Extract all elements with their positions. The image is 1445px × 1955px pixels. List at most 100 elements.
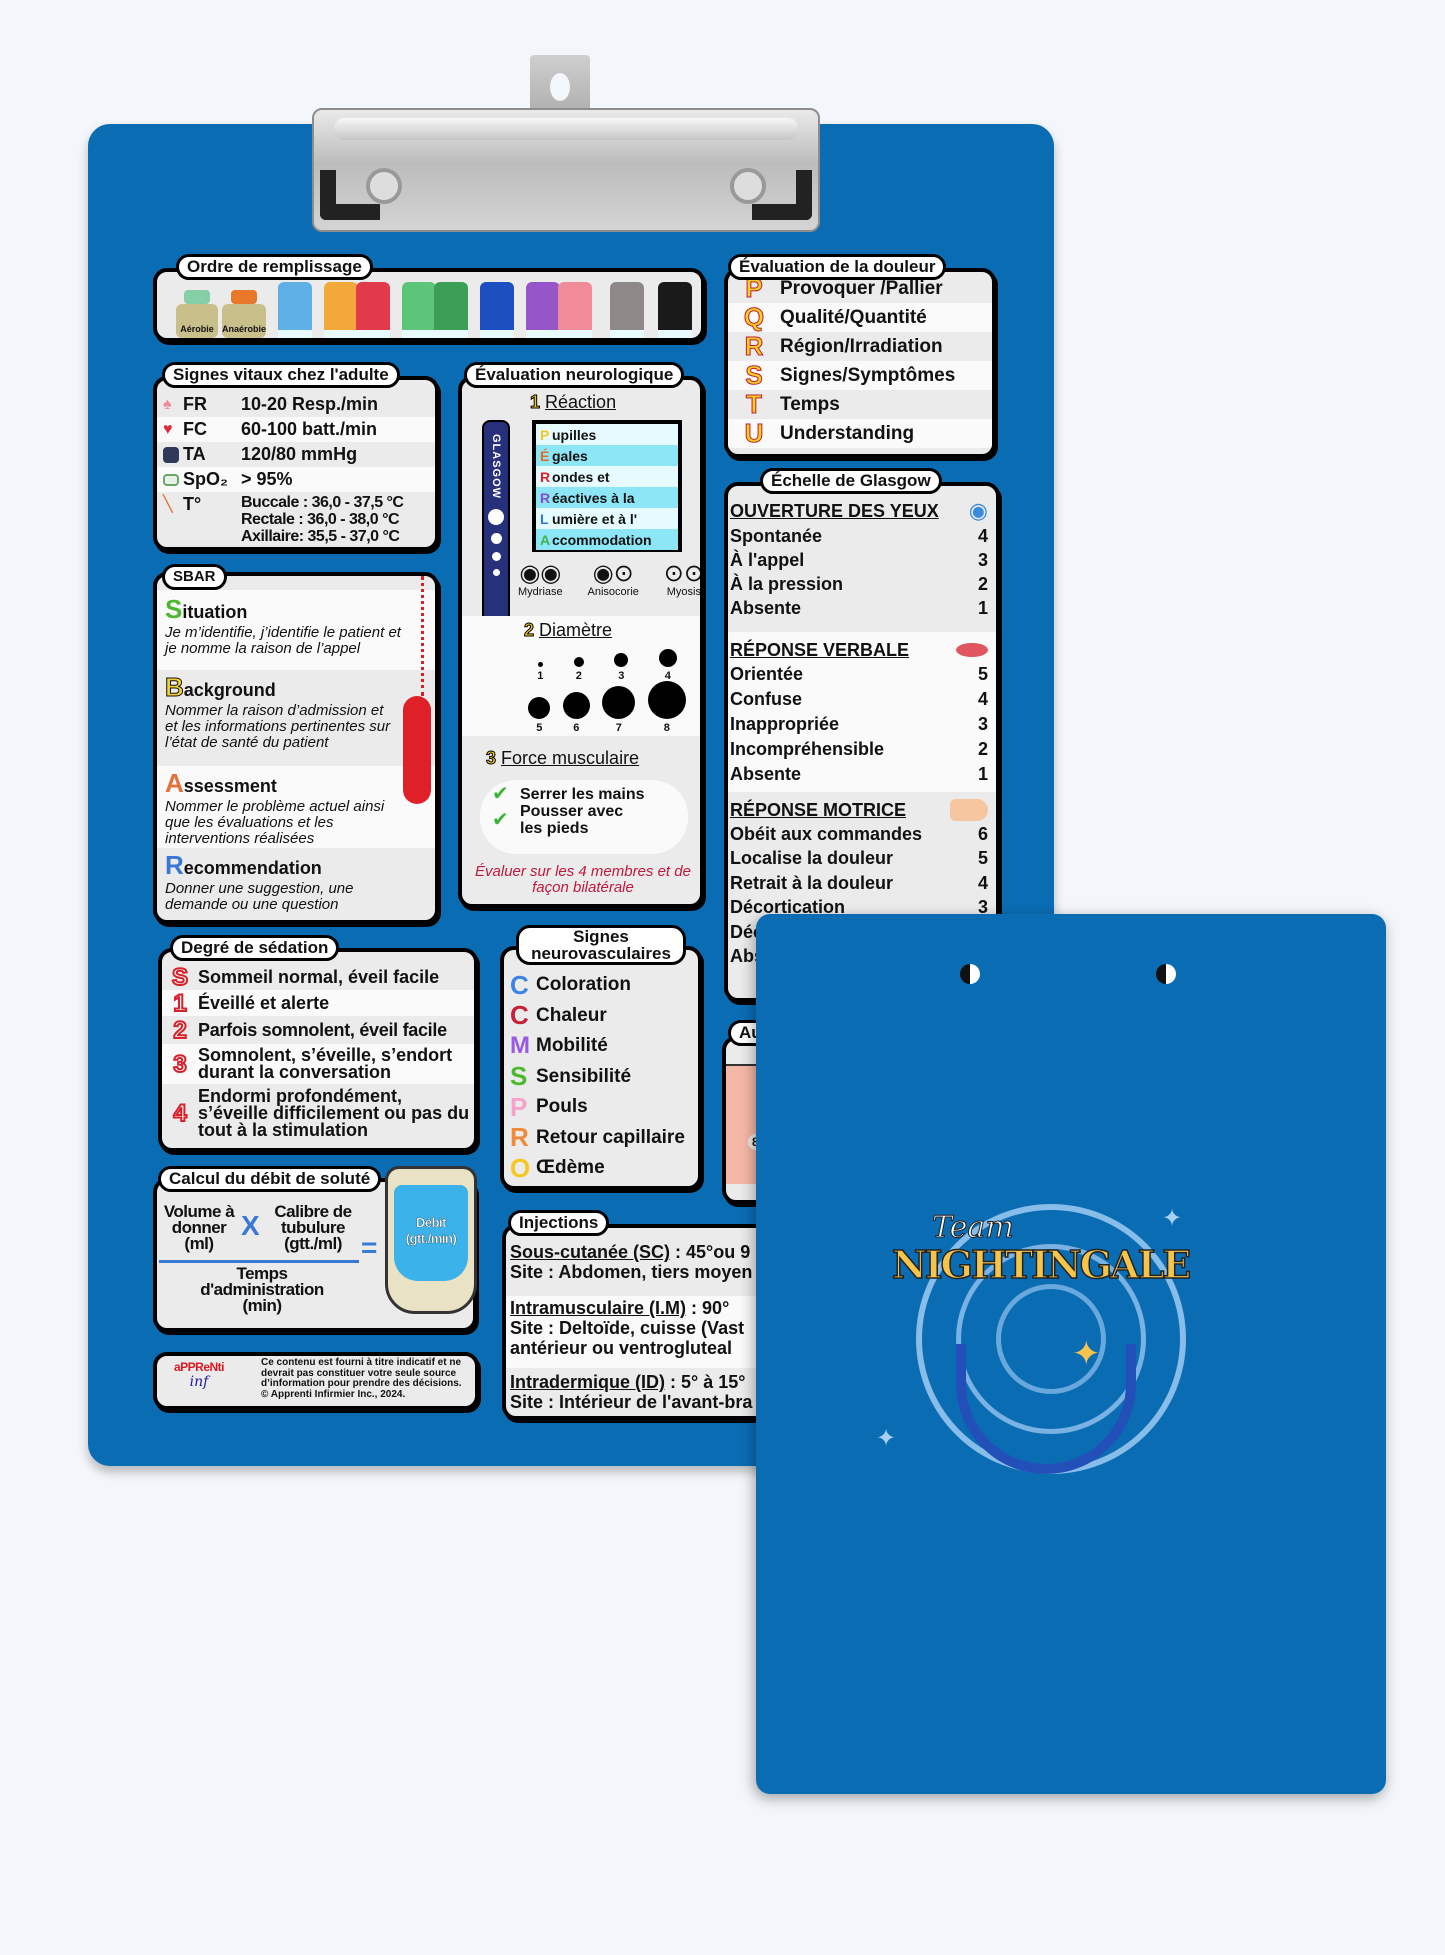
sparkle-icon: ✦ bbox=[1162, 1205, 1183, 1232]
sbar-letter-b: B bbox=[165, 672, 185, 703]
injections-panel: Sous-cutanée (SC) : 45°ou 9 Site : Abdom… bbox=[502, 1224, 802, 1420]
force-note: Évaluer sur les 4 membres et de façon bi… bbox=[475, 863, 691, 896]
sparkle-icon: ✦ bbox=[1072, 1335, 1101, 1373]
sbar-item-assessment: Assessment Nommer le problème actuel ain… bbox=[157, 766, 435, 848]
vitals-title: Signes vitaux chez l'adulte bbox=[162, 362, 400, 388]
tube-cap-royal-blue bbox=[480, 282, 514, 338]
iv-bag-icon: Débit (gtt./min) bbox=[385, 1166, 477, 1314]
nightingale-artwork: Team NIGHTINGALE ✦ ✦ ✦ bbox=[876, 1194, 1196, 1494]
metal-clip[interactable] bbox=[312, 108, 820, 232]
tube-cap-lavender bbox=[526, 282, 560, 338]
tube-caps-row bbox=[278, 282, 698, 338]
thermometer-icon: ╲ bbox=[163, 496, 173, 513]
sparkle-icon: ✦ bbox=[876, 1425, 897, 1452]
apprenti-logo: aPPReNti inf bbox=[173, 1360, 225, 1390]
hand-icon bbox=[950, 799, 988, 821]
diameter-heading: 2 Diamètre bbox=[523, 620, 613, 641]
hang-hole-left bbox=[960, 964, 980, 984]
tube-cap-green bbox=[434, 282, 468, 338]
sbar-item-situation: Situation Je m’identifie, j’identifie le… bbox=[157, 590, 435, 670]
lungs-icon: ♠ bbox=[163, 395, 172, 413]
logo-nightingale-text: NIGHTINGALE bbox=[891, 1241, 1192, 1288]
tube-cap-pink bbox=[558, 282, 592, 338]
injection-row-im: Intramusculaire (I.M) : 90° Site : Delto… bbox=[506, 1296, 798, 1368]
phone-handset-icon bbox=[403, 696, 431, 804]
sbar-letter-s: S bbox=[165, 594, 183, 624]
filling-order-title: Ordre de remplissage bbox=[176, 254, 373, 280]
check-icon: ✔ bbox=[492, 808, 509, 831]
force-heading: 3 Force musculaire bbox=[485, 748, 640, 769]
tube-cap-light-blue bbox=[278, 282, 312, 338]
force-checklist: ✔Serrer les mains ✔Pousser avec les pied… bbox=[480, 780, 688, 854]
tube-cap-black bbox=[658, 282, 692, 338]
eye-icon: ◉ bbox=[968, 498, 988, 523]
clipboard-back: Team NIGHTINGALE ✦ ✦ ✦ bbox=[756, 914, 1386, 1794]
blood-culture-bottle-anaerobic: Anaérobie bbox=[222, 290, 266, 338]
vital-row-ta: TA 120/80 mmHg bbox=[157, 442, 435, 467]
flow-rate-title: Calcul du débit de soluté bbox=[158, 1166, 382, 1192]
pupil-size-scale: 1 2 3 4 5 6 7 8 bbox=[522, 644, 692, 734]
sbar-item-recommendation: Recommendation Donner une suggestion, un… bbox=[165, 850, 354, 913]
footer-panel: aPPReNti inf Ce contenu est fourni à tit… bbox=[153, 1352, 479, 1410]
sbar-panel: Situation Je m’identifie, j’identifie le… bbox=[153, 572, 439, 924]
neuro-title: Évaluation neurologique bbox=[464, 362, 685, 388]
vital-row-fr: ♠ FR 10-20 Resp./min bbox=[163, 394, 379, 414]
blood-pressure-cuff-icon bbox=[163, 446, 179, 463]
tube-cap-light-green bbox=[402, 282, 436, 338]
sbar-title: SBAR bbox=[162, 564, 227, 590]
check-icon: ✔ bbox=[492, 783, 509, 805]
pupil-myosis: ⊙⊙Myosis bbox=[663, 560, 704, 599]
tube-cap-grey bbox=[610, 282, 644, 338]
stethoscope-icon bbox=[956, 1344, 1136, 1474]
neurovascular-title: Signes neurovasculaires bbox=[516, 925, 686, 965]
lips-icon bbox=[956, 643, 988, 657]
vital-row-fc: ♥ FC 60-100 batt./min bbox=[157, 417, 435, 442]
tube-cap-gold bbox=[324, 282, 358, 338]
flow-rate-panel: Volume à donner (ml) X Calibre de tubulu… bbox=[153, 1166, 477, 1332]
sbar-letter-a: A bbox=[165, 768, 184, 798]
sedation-title: Degré de sédation bbox=[170, 935, 340, 961]
pqrstu-letter-p: P bbox=[745, 273, 763, 304]
heart-icon: ♥ bbox=[163, 420, 173, 438]
oximeter-icon bbox=[163, 473, 179, 486]
sbar-letter-r: R bbox=[165, 850, 184, 880]
pupil-anisocorie: ◉⊙Anisocorie bbox=[587, 560, 639, 599]
vital-row-spo2: SpO₂ > 95% bbox=[157, 467, 435, 492]
vitals-panel: ♠ FR 10-20 Resp./min ♥ FC 60-100 batt./m… bbox=[153, 376, 439, 551]
logo-team-text: Team bbox=[932, 1210, 1015, 1246]
glasgow-title: Échelle de Glasgow bbox=[760, 468, 942, 494]
injection-row-sc: Sous-cutanée (SC) : 45°ou 9 Site : Abdom… bbox=[510, 1242, 753, 1282]
reaction-heading: 1 Réaction bbox=[529, 392, 617, 413]
pain-title: Évaluation de la douleur bbox=[728, 254, 947, 280]
fraction-bar bbox=[159, 1260, 359, 1263]
vital-row-temp: ╲ T° Buccale : 36,0 - 37,5 °C Rectale : … bbox=[163, 494, 404, 545]
hang-hole-right bbox=[1156, 964, 1176, 984]
blood-culture-bottle-aerobic: Aérobie bbox=[176, 290, 218, 338]
pupil-mydriase: ◉◉Mydriase bbox=[518, 560, 563, 599]
pupil-examples: ◉◉Mydriase ◉⊙Anisocorie ⊙⊙Myosis bbox=[518, 560, 704, 599]
sbar-item-background: Background Nommer la raison d’admission … bbox=[165, 672, 391, 751]
